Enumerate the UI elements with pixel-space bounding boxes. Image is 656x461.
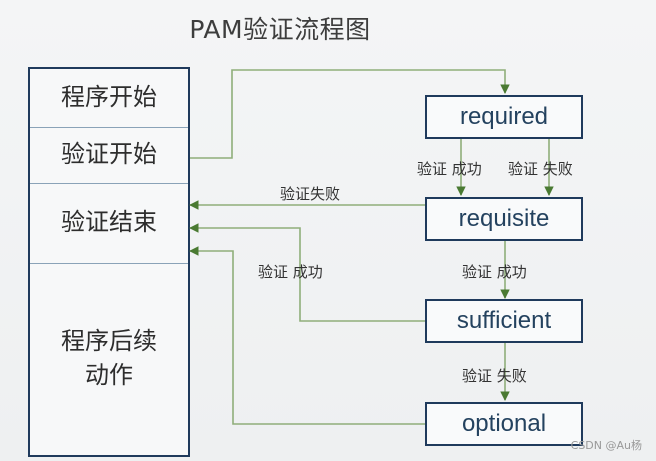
auth-start-cell: 验证开始 (30, 127, 188, 184)
arrow-optional-to-end (189, 246, 425, 425)
program-followup-cell: 程序后续 动作 (30, 263, 188, 455)
program-start-cell: 程序开始 (30, 69, 188, 128)
auth-end-cell: 验证结束 (30, 183, 188, 264)
watermark: CSDN @Au杨 (570, 439, 642, 452)
node-requisite: requisite (425, 197, 583, 241)
diagram-title: PAM验证流程图 (189, 15, 371, 44)
node-required: required (425, 95, 583, 139)
label-required-fail: 验证 失败 (508, 160, 573, 178)
label-sufficient-success: 验证 成功 (258, 263, 323, 281)
label-requisite-fail: 验证失败 (280, 185, 341, 203)
node-optional: optional (425, 402, 583, 446)
program-followup-line2: 动作 (85, 361, 133, 389)
label-sufficient-fail: 验证 失败 (462, 367, 527, 385)
label-requisite-success: 验证 成功 (462, 263, 527, 281)
arrow-auth-start-to-required (190, 69, 510, 159)
node-sufficient: sufficient (425, 299, 583, 343)
program-flow-column: 程序开始 验证开始 验证结束 程序后续 动作 (28, 67, 190, 457)
label-required-success: 验证 成功 (417, 160, 482, 178)
arrow-sufficient-success (189, 223, 425, 322)
program-followup-line1: 程序后续 (61, 327, 157, 356)
